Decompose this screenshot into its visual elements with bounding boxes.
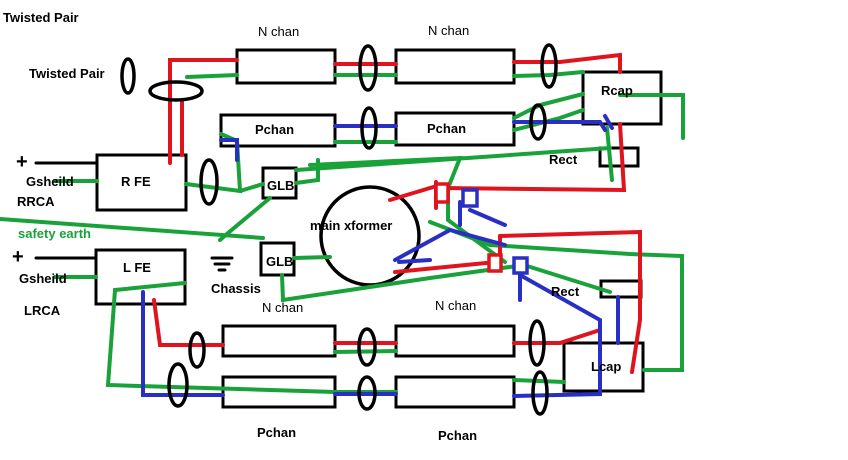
lrca-label: LRCA bbox=[24, 303, 61, 318]
lcap-label: Lcap bbox=[591, 359, 621, 374]
rect-top-label: Rect bbox=[549, 152, 578, 167]
rcap-label: Rcap bbox=[601, 83, 633, 98]
rect-top-board bbox=[598, 146, 640, 168]
glb-top-label: GLB bbox=[267, 178, 294, 193]
plus-bottom-label: + bbox=[12, 246, 24, 268]
nchan-bottom-right-label: N chan bbox=[435, 298, 476, 313]
nchan-top-left-board bbox=[235, 48, 337, 85]
chassis-label: Chassis bbox=[211, 281, 261, 296]
lfe-board bbox=[94, 248, 187, 306]
nchan-bottom-left-board bbox=[221, 324, 337, 358]
rcap-board bbox=[581, 70, 663, 126]
rect-top-positive-terminal bbox=[434, 182, 450, 204]
plus-top-label: + bbox=[16, 151, 28, 173]
positive-rail-wiring bbox=[152, 52, 642, 374]
glb-bottom-label: GLB bbox=[266, 254, 293, 269]
rrca-label: RRCA bbox=[17, 194, 55, 209]
nchan-top-right-board bbox=[394, 48, 516, 85]
main-xformer-label: main xformer bbox=[310, 218, 392, 233]
pchan-bottom-right-label: Pchan bbox=[438, 428, 477, 443]
nchan-bottom-left-label: N chan bbox=[262, 300, 303, 315]
safety-earth-label: safety earth bbox=[18, 226, 91, 241]
pchan-bottom-right-board bbox=[394, 375, 516, 409]
pchan-top-left-label: Pchan bbox=[255, 122, 294, 137]
pchan-top-left-board bbox=[219, 113, 337, 148]
nchan-top-left-label: N chan bbox=[258, 24, 299, 39]
rect-bottom-label: Rect bbox=[551, 284, 580, 299]
negative-rail-wiring bbox=[141, 114, 620, 398]
pchan-top-right-label: Pchan bbox=[427, 121, 466, 136]
title-label: Twisted Pair bbox=[3, 10, 79, 25]
rect-bottom-negative-terminal bbox=[512, 256, 529, 275]
twisted-pair-markers bbox=[120, 43, 558, 416]
nchan-bottom-right-board bbox=[394, 324, 516, 358]
rect-bottom-positive-terminal bbox=[487, 253, 503, 273]
pchan-bottom-left-label: Pchan bbox=[257, 425, 296, 440]
gshield-top-label: Gsheild bbox=[26, 174, 74, 189]
rect-top-negative-terminal bbox=[461, 188, 479, 208]
chassis-ground-symbol bbox=[210, 256, 234, 272]
twisted-pair-label: Twisted Pair bbox=[29, 66, 105, 81]
lcap-board bbox=[562, 341, 645, 393]
gshield-bottom-label: Gsheild bbox=[19, 271, 67, 286]
rfe-label: R FE bbox=[121, 174, 151, 189]
lfe-label: L FE bbox=[123, 260, 151, 275]
nchan-top-right-label: N chan bbox=[428, 23, 469, 38]
